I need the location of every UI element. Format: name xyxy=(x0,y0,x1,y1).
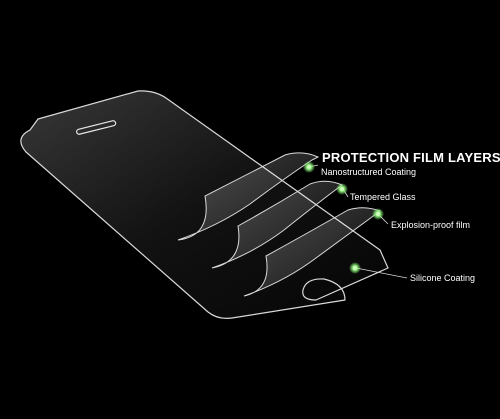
peeled-layer-1 xyxy=(177,152,320,241)
glass-protector-sheet xyxy=(20,90,389,319)
marker-nano xyxy=(303,161,315,173)
peeled-layer-2 xyxy=(211,180,343,269)
marker-expl xyxy=(372,208,384,220)
leader-line-sili xyxy=(355,267,408,279)
layer-label-silicone-coating: Silicone Coating xyxy=(410,273,476,283)
marker-temp xyxy=(336,183,348,195)
marker-sili xyxy=(349,262,361,274)
speaker-slot xyxy=(76,120,117,135)
layer-label-explosion-proof-film: Explosion-proof film xyxy=(391,220,471,230)
layer-label-nanostructured-coating: Nanostructured Coating xyxy=(321,167,417,177)
peeled-layer-3 xyxy=(243,207,382,297)
layer-label-tempered-glass: Tempered Glass xyxy=(350,192,416,202)
diagram-title: PROTECTION FILM LAYERS xyxy=(322,150,500,165)
